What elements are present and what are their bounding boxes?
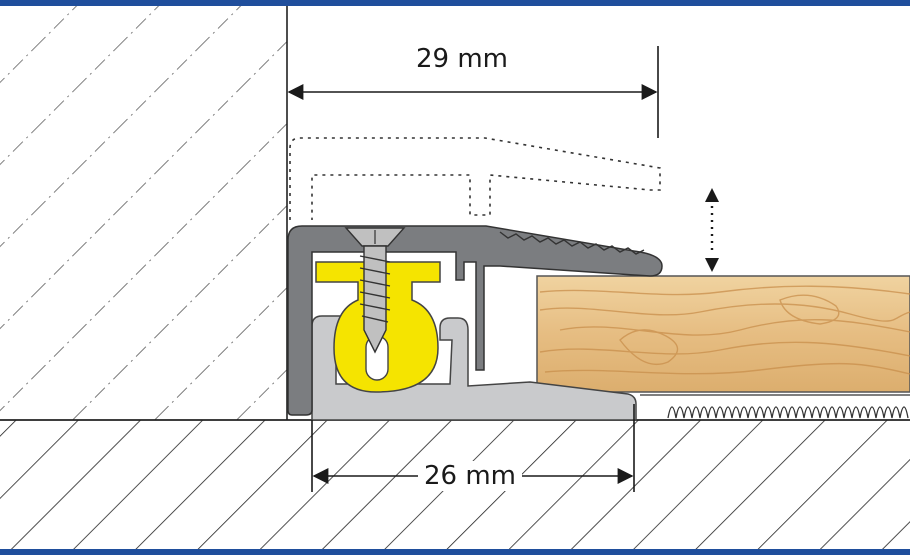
wood-grain xyxy=(539,285,910,375)
underlay-layer xyxy=(667,406,909,419)
top-profile xyxy=(287,225,663,416)
height-adjust-arrow-icon xyxy=(705,188,719,272)
wall-section xyxy=(0,6,287,420)
top-border xyxy=(0,0,910,6)
base-profile xyxy=(311,315,637,421)
bottom-dimension-label: 26 mm xyxy=(418,461,523,491)
top-profile-serrations xyxy=(499,231,645,255)
screw-icon xyxy=(344,227,406,354)
top-dimension-label: 29 mm xyxy=(410,44,515,74)
bottom-border xyxy=(0,549,910,555)
raised-profile-outline xyxy=(289,137,661,220)
